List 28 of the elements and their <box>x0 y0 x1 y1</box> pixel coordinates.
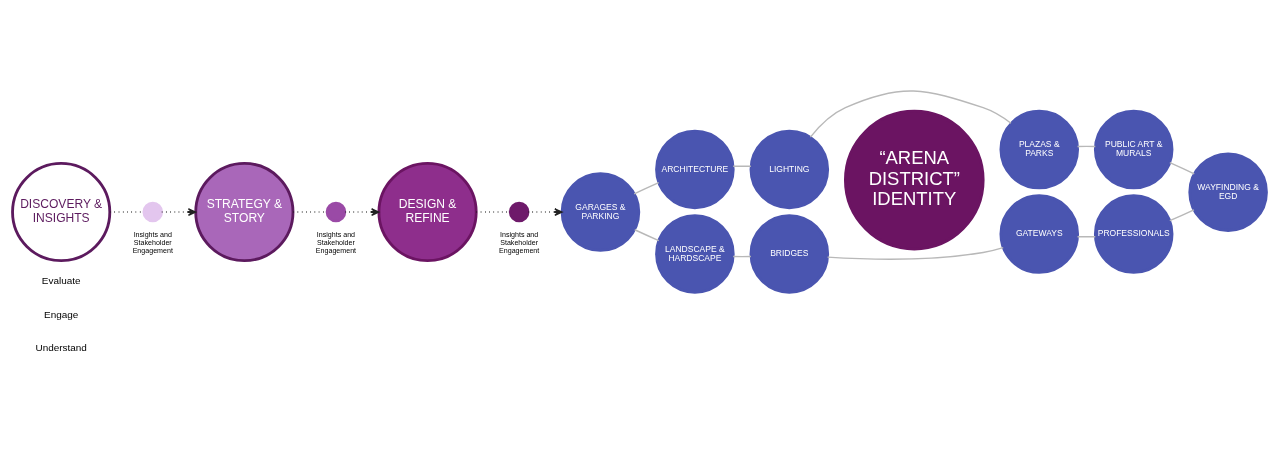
connector <box>1169 208 1195 221</box>
arrow <box>527 207 563 216</box>
arrow <box>344 207 380 216</box>
connector <box>634 228 660 241</box>
node-circle: LIGHTING <box>749 129 830 209</box>
node-circle: “ARENA DISTRICT” IDENTITY <box>844 109 985 250</box>
node-circle <box>142 201 164 222</box>
label: Evaluate <box>41 274 81 286</box>
node-circle: PUBLIC ART & MURALS <box>1093 109 1174 189</box>
node-circle <box>508 201 530 222</box>
connector <box>1169 161 1195 175</box>
node-circle: DESIGN & REFINE <box>377 161 478 262</box>
connector <box>809 89 1012 138</box>
node-circle: STRATEGY & STORY <box>194 161 295 262</box>
node-circle: ARCHITECTURE <box>655 129 735 209</box>
node-circle: BRIDGES <box>749 213 830 294</box>
node-circle: WAYFINDING & EGD <box>1188 151 1268 232</box>
node-circle <box>325 201 347 222</box>
label: Understand <box>35 341 87 353</box>
node-circle: GARAGES & PARKING <box>560 171 641 252</box>
node-circle: PROFESSIONALS <box>1093 193 1174 274</box>
node-circle: DISCOVERY & INSIGHTS <box>11 161 112 262</box>
node-circle: PLAZAS & PARKS <box>999 109 1079 189</box>
connector <box>826 246 1004 260</box>
node-circle: LANDSCAPE & HARDSCAPE <box>655 213 735 294</box>
label: Engage <box>44 308 79 320</box>
node-circle: GATEWAYS <box>999 193 1079 274</box>
connector <box>633 181 660 195</box>
